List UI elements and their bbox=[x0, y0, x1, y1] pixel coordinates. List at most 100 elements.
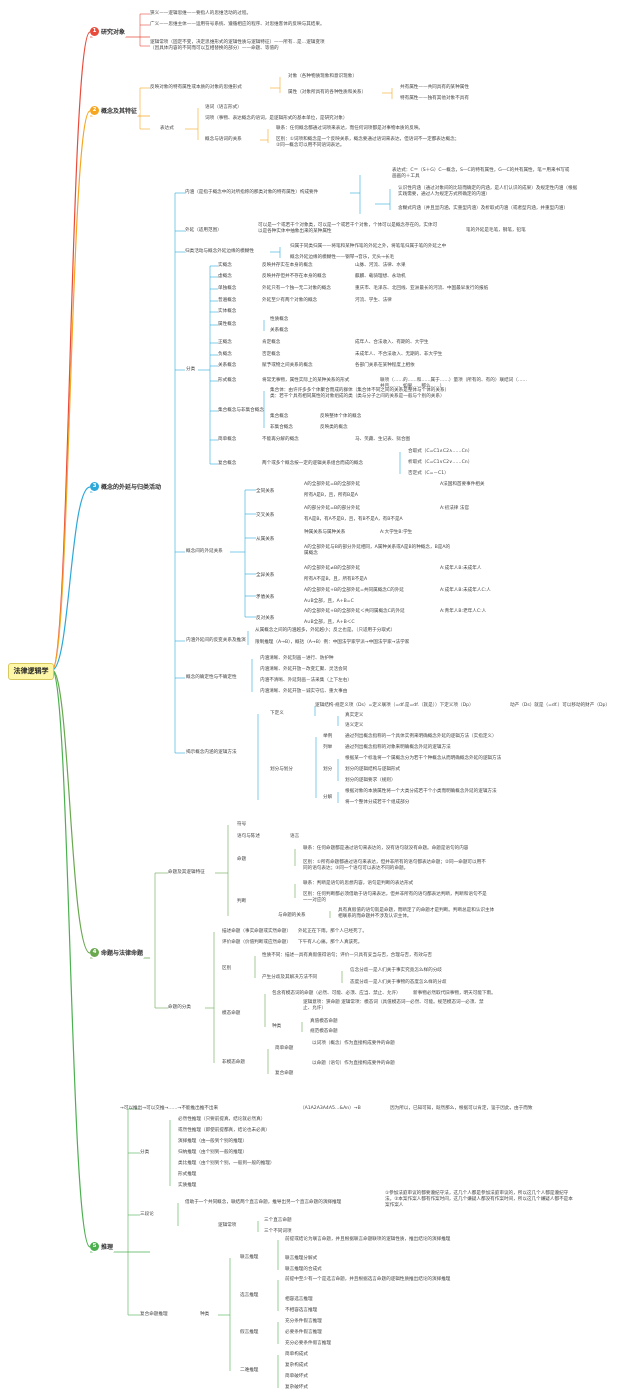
c5-compound-kinds: 种类 bbox=[200, 1312, 210, 1317]
c2-attribute: 属性（对象所具有的各种性质和关系） bbox=[288, 90, 367, 95]
c3-divide: 划分 bbox=[323, 767, 333, 772]
c5-top: →可以推出→可以交推→……→不能推出推不出来 bbox=[120, 1106, 219, 1111]
c3-division: 分类 bbox=[186, 367, 196, 372]
c3-intension-vague: 含糊式内涵（并且显内涵，实重型内涵）及析取式内涵（或者型内涵，并重型内涵） bbox=[398, 206, 568, 211]
c3-disjunction-form: 析取式（C=C1∨C2∨……Cn） bbox=[408, 460, 473, 465]
category-label: 概念的外延与归类活动 bbox=[101, 484, 162, 491]
c4-modal: 模态命题 bbox=[222, 1011, 241, 1016]
c3-divide-desc: 根据某一个标准将一个属概念分为若干个种概念从而明确概念外延的逻辑方法 bbox=[345, 756, 502, 761]
relation-formula: A∪B全部，且，A+B＜C bbox=[304, 620, 355, 625]
c3-conjunction-form: 合取式（C=C1∧C2∧……Cn） bbox=[408, 449, 473, 454]
c3-certainty-3: 内涵不清晰、外延刻画－法采集（上下左右） bbox=[260, 678, 352, 683]
c5-syllogism-constant: 逻辑常项 bbox=[218, 1223, 237, 1228]
c4-relation-desc: 具有真假值的语句就是命题，而断定了的命题才是判断。判断总是和认识主体相联系的而命… bbox=[338, 908, 495, 919]
c3-classification-1: 归属于同类归属——将笔和某种作笔的外延之外，将笔笔归属于笔的外延之中 bbox=[290, 244, 447, 249]
c3-inverse-1: 从属概念之间的内涵越多，外延越小；反之也是。（只适用于分取式） bbox=[255, 628, 396, 633]
number-badge: 2 bbox=[90, 106, 99, 115]
concept-type-example: 重庆市、毛泽东、北回线、亚洲最长的河流、中国最早发行的报纸 bbox=[355, 286, 489, 291]
c4-features: 命题及其逻辑特征 bbox=[168, 870, 205, 875]
c4-difference: 区别 bbox=[222, 966, 232, 971]
c4-judgment-diff: 区别：任何判断都必须借助于语句来表达，但并非所有的语句都表达判断，判断和语句不是… bbox=[303, 892, 487, 903]
relation-formula: 有A是B，有A不是B，且，有B不是A，有B不是A bbox=[304, 517, 403, 522]
c3-example: 举例 bbox=[323, 734, 333, 739]
c3-extension: 外延（适用范围） bbox=[185, 228, 222, 233]
c5-three-propositions: 三个直言命题 bbox=[264, 1218, 292, 1223]
c4-sentence: 语句与陈述 bbox=[237, 834, 260, 839]
c4-relation: 与命题的关系 bbox=[278, 913, 306, 918]
relation-def: A的全部外延≠B的全部外延 bbox=[304, 566, 361, 571]
concept-type-desc: 赋予或物之间关系的概念 bbox=[262, 363, 313, 368]
relation-def: A的全部外延+B的全部外延=共同属概念C的外延 bbox=[304, 588, 404, 593]
c5-classification: 分类 bbox=[140, 1150, 150, 1155]
c2-relation-link: 联系：任何概念都通过词项来表达，而任何词项都是对事物本质的反映。 bbox=[276, 126, 424, 131]
c4-descriptive: 描述命题（事实命题或实然命题） bbox=[222, 929, 291, 934]
c3-classification-2: 概念外延边缘的模糊性——钢琴→音乐，元头→长毛 bbox=[290, 255, 395, 260]
c4-diff-nature: 性质不同：描述—具有真假值得语句；评价—只具有妥当与否，合理与否，有效与否 bbox=[262, 953, 432, 958]
relation-example: A法国和首要事件相关 bbox=[440, 482, 485, 487]
c4-attitude: 态度分歧—是人们关于事物的态度怎么样的分歧 bbox=[350, 980, 447, 985]
concept-type-desc: 反映并存实在本身的概念 bbox=[262, 263, 313, 268]
c3-collective-explain: 反映整体个体的概念 bbox=[320, 414, 362, 419]
concept-type-example: 山脉、河流、法律、水果 bbox=[355, 263, 406, 268]
c4-compound-desc: 以命题（语句）作为直接构成要件的命题 bbox=[312, 1061, 395, 1066]
category-label: 推理 bbox=[101, 1244, 114, 1251]
category-label: 概念及其特征 bbox=[101, 108, 138, 115]
concept-type-example: 麒麟、载骑理想、永动机 bbox=[355, 274, 406, 279]
c3-property-concept: 性质概念 bbox=[270, 317, 289, 322]
c5-kind-5: 类比推理（由个别到个别，一般到一般的推理） bbox=[178, 1161, 275, 1166]
c3-define: 下定义 bbox=[270, 711, 284, 716]
relation-def: A的部分外延=B的部分外延 bbox=[304, 506, 361, 511]
c3-define-real: 真实定义 bbox=[345, 713, 364, 718]
c2-unique-attr: 特有属性——独有其他对象不具有 bbox=[400, 96, 469, 101]
c4-compound: 复合命题 bbox=[275, 1071, 294, 1076]
c5-incompatible: 不相容选言推理 bbox=[285, 1308, 318, 1313]
relation-type: 全异关系 bbox=[256, 573, 275, 578]
concept-type: 实体概念 bbox=[218, 309, 237, 314]
relation-type: 全同关系 bbox=[256, 489, 275, 494]
connector bbox=[51, 110, 91, 671]
root-node[interactable]: 法律逻辑学 bbox=[8, 663, 54, 680]
c3-extension-relations: 概念间的外延关系 bbox=[186, 549, 223, 554]
c4-symbol: 符号 bbox=[237, 822, 247, 827]
concept-type: 负概念 bbox=[218, 352, 232, 357]
c3-enumerate-desc: 通过列出概念指称的对象来明确概念外延的逻辑方法 bbox=[345, 745, 451, 750]
c5-kind-6: 形式推理 bbox=[178, 1172, 197, 1177]
c3-decompose: 分解 bbox=[323, 795, 333, 800]
c4-evaluative-eg: 下午有人心痛。那个人真该死。 bbox=[298, 940, 363, 945]
c3-extension-desc: 可以是一个或若干个对象类，可以是一个或若干个对象，个体可以是概念存在的，实体可以… bbox=[258, 223, 438, 234]
c4-proposition-diff: 区别：①所有命题都通过语句来表达，但并非所有的语句都表达命题；②同一命题可以用不… bbox=[303, 860, 486, 871]
c3-define-semantic: 语义定义 bbox=[345, 723, 364, 728]
c5-kind-4: 归纳推理（由个别到一般的推理） bbox=[178, 1150, 247, 1155]
concept-type: 形式概念 bbox=[218, 378, 237, 383]
c3-negation-form: 否定式（C=－C1） bbox=[408, 471, 449, 476]
c2-common-attr: 共有属性——共同具有的某种属性 bbox=[400, 85, 469, 90]
relation-example: A:成年人B:未成年人 bbox=[440, 566, 482, 571]
c4-classification: 命题的分类 bbox=[168, 1005, 191, 1010]
concept-type-desc: 反映并存但并不存在本身的概念 bbox=[262, 274, 327, 279]
concept-type-desc: 将常无事物，属性实际上的某种关系的形式 bbox=[262, 378, 350, 383]
concept-type: 复合概念 bbox=[218, 461, 237, 466]
c5-kind-7: 实质推理 bbox=[178, 1183, 197, 1188]
c3-inverse-relation: 内涵外延间的反变关系及推演 bbox=[186, 638, 246, 643]
relation-def: 种属关系与属种关系 bbox=[304, 530, 346, 535]
c3-decompose-desc: 根据对象的本质属性将一个大类分成若干个小类而明确概念外延的逻辑方法 bbox=[345, 789, 497, 794]
c4-simple: 简单命题 bbox=[275, 1046, 294, 1051]
c3-enumerate: 列举 bbox=[323, 745, 333, 750]
relation-example: A:初法律 法官 bbox=[440, 506, 470, 511]
c4-proposition-link: 联系：任何命题都是通过语句来表达的，没有语句就没有命题。命题是语句的内容 bbox=[303, 846, 469, 851]
c5-compatible: 相容选言推理 bbox=[285, 1297, 313, 1302]
c3-inverse-2: 限制推理（A→B），概括（A→B）例：中国法学家学派→中国法学家→法学家 bbox=[255, 640, 410, 645]
concept-type-desc: 外延至少有两个对象的概念 bbox=[262, 298, 318, 303]
c4-modal-structure: 逻辑意项：狭命题 逻辑常项：模态词（具值模态词—必然、可能。规范模态词—必须、禁… bbox=[303, 1000, 484, 1011]
concept-type-desc: 肯定概念 bbox=[262, 340, 281, 345]
c5-necessary: 必要条件假言推理 bbox=[285, 1330, 322, 1335]
relation-formula: A∪B全部，且，A+B=C bbox=[304, 599, 354, 604]
c5-syllogism-def: 借助于一个共同概念，联结两个直言命题，推导出另一个直言命题的演绎推理 bbox=[185, 1200, 342, 1205]
c3-non-collective: 非集合概念 bbox=[270, 425, 293, 430]
c3-classification-activity: 归类活动与概念外延边缘的模糊性 bbox=[185, 249, 254, 254]
